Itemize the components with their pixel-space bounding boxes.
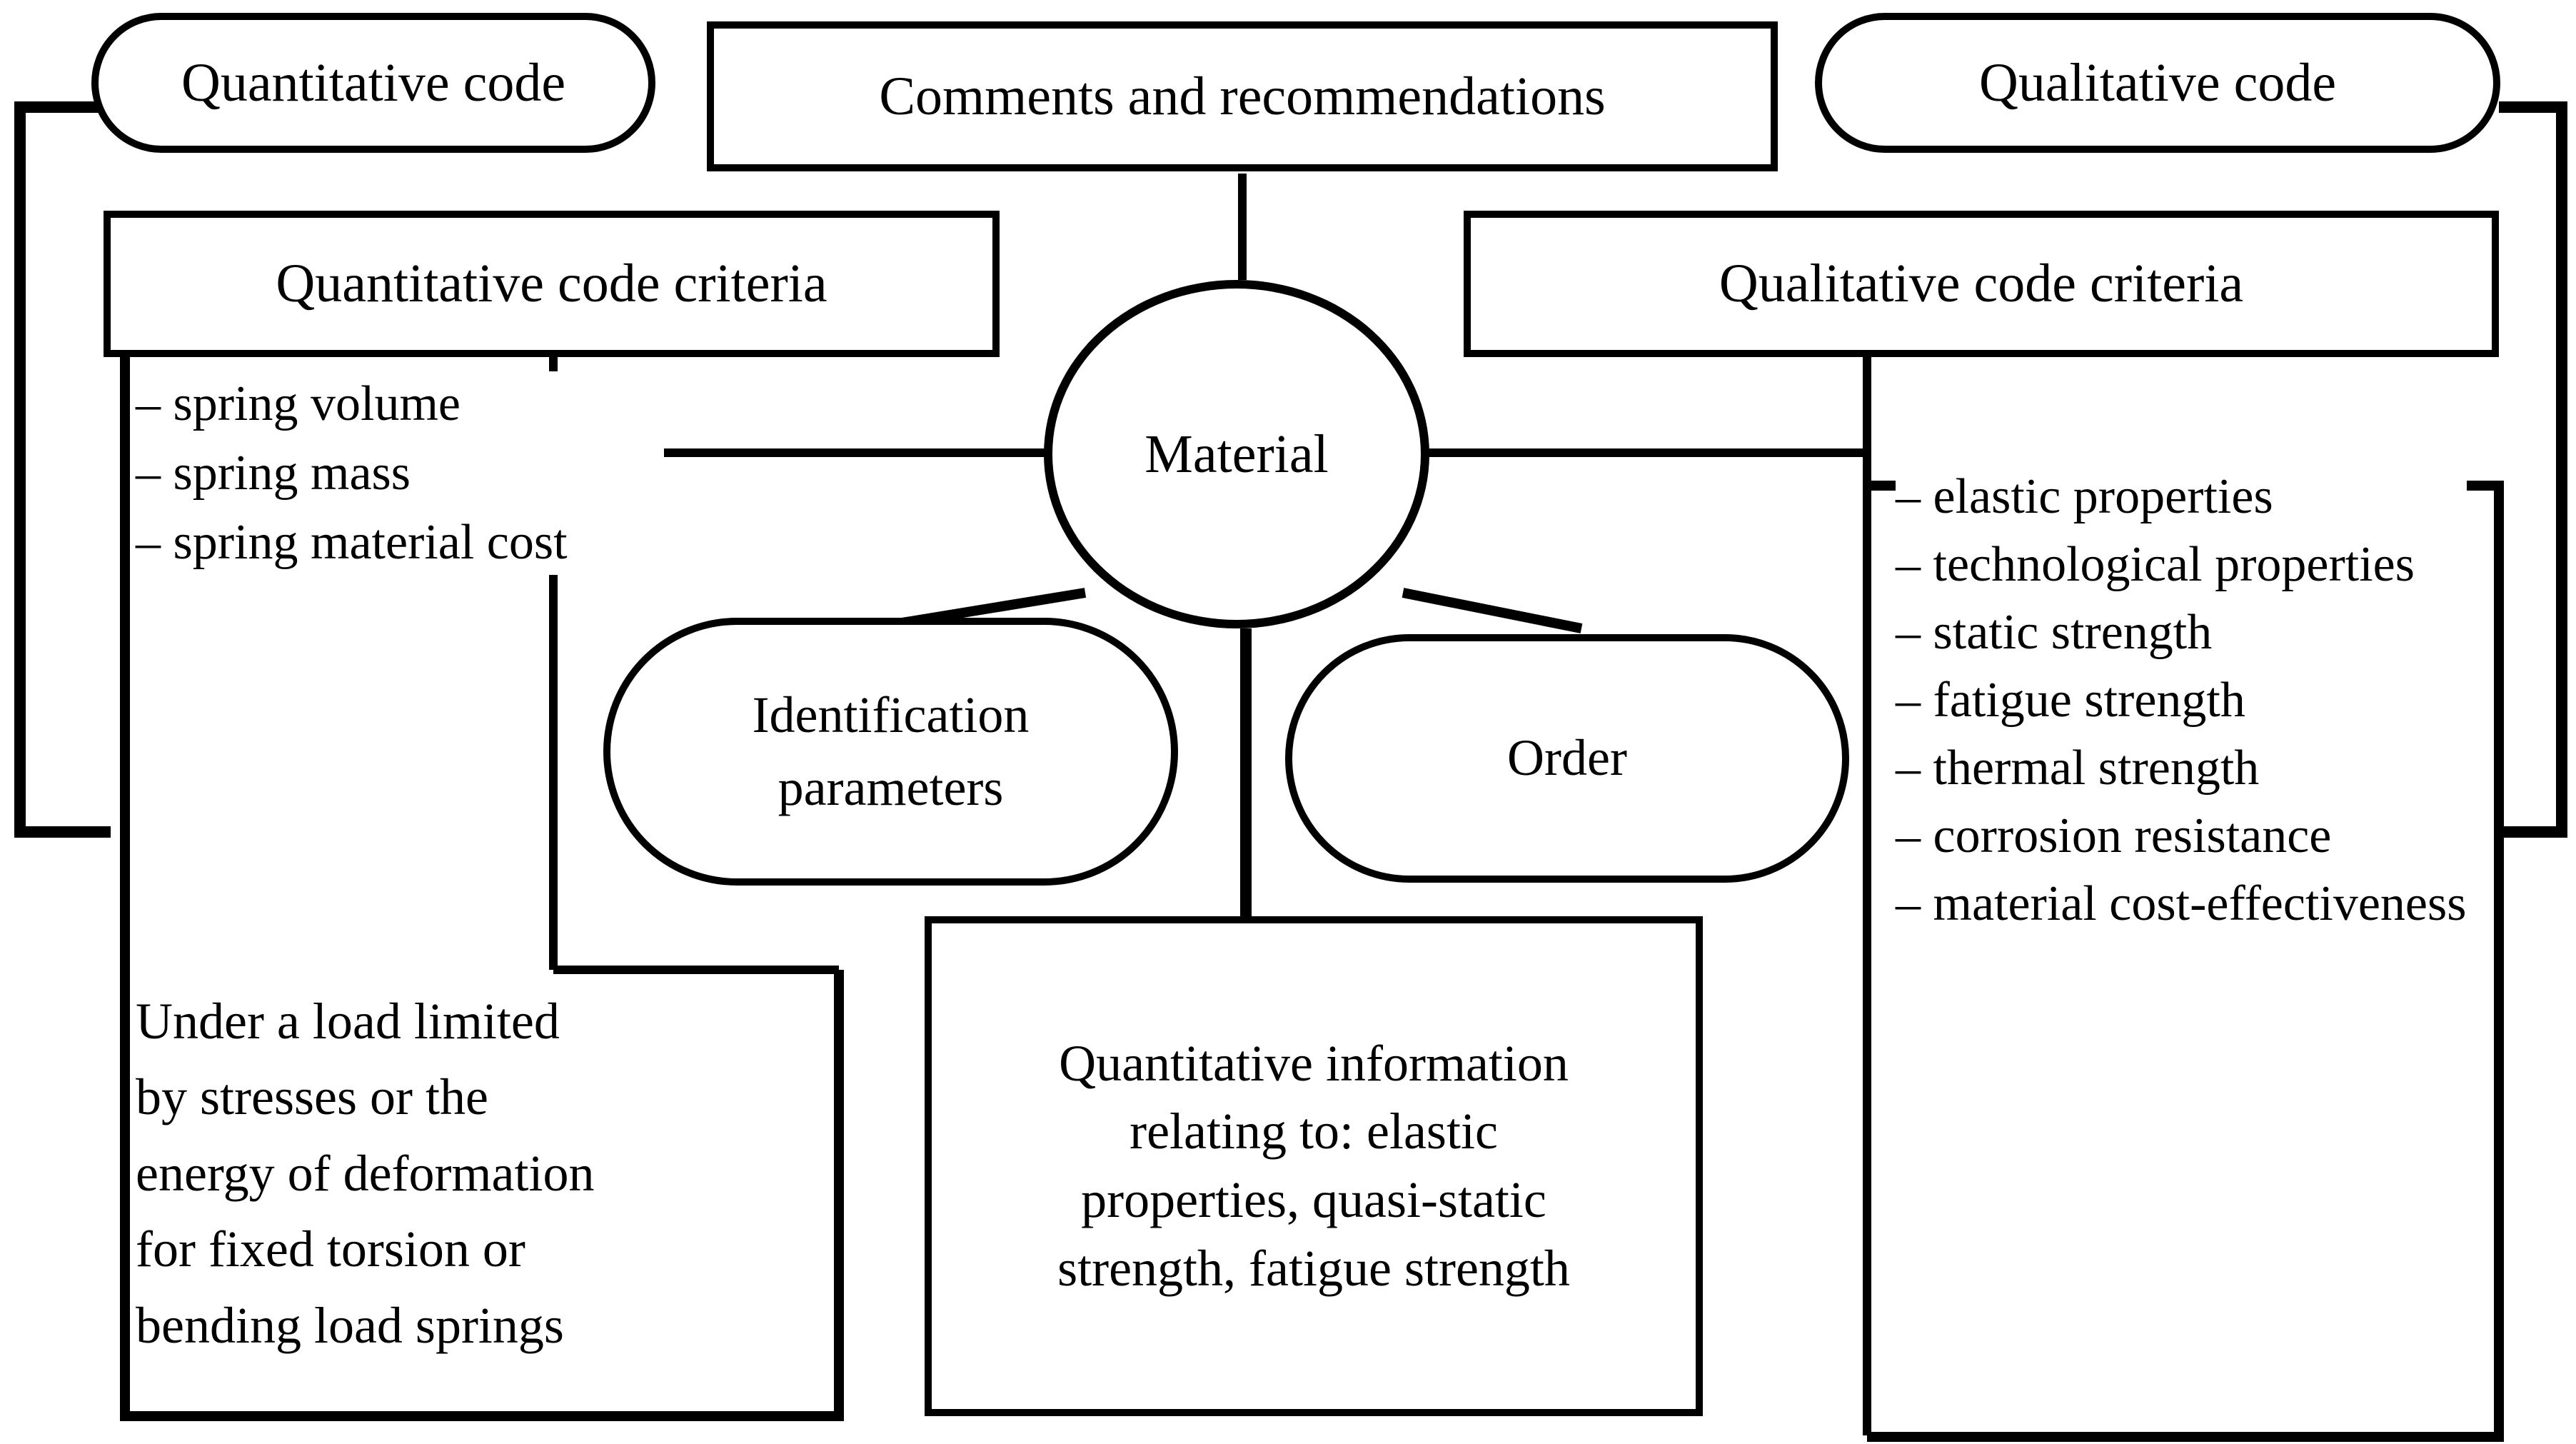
list-item: – elastic properties <box>1896 469 2273 524</box>
node-order[interactable]: Order <box>1285 634 1849 883</box>
node-quantitative-code[interactable]: Quantitative code <box>91 13 655 153</box>
list-item: – technological properties <box>1896 537 2415 592</box>
note-line-3: energy of deformation <box>136 1144 595 1202</box>
list-item: – spring mass <box>136 446 411 501</box>
node-identification-parameters-line1: Identification <box>752 686 1030 743</box>
note-line-5: bending load springs <box>136 1296 564 1354</box>
quant-info-line2: relating to: elastic <box>1129 1103 1498 1160</box>
header-qualitative-code-criteria[interactable]: Qualitative code criteria <box>1464 211 2499 357</box>
list-item: – static strength <box>1896 605 2213 660</box>
note-quantitative-load-condition: Under a load limited by stresses or the … <box>136 987 800 1360</box>
node-qualitative-code-label: Qualitative code <box>1978 52 2337 113</box>
note-line-2: by stresses or the <box>136 1068 488 1126</box>
node-quantitative-code-label: Quantitative code <box>181 52 566 113</box>
quant-info-line1: Quantitative information <box>1059 1034 1569 1092</box>
node-qualitative-code[interactable]: Qualitative code <box>1815 13 2500 153</box>
node-comments-and-recommendations[interactable]: Comments and recommendations <box>707 21 1778 171</box>
node-order-label: Order <box>1507 729 1627 787</box>
list-item: – material cost-effectiveness <box>1896 876 2467 931</box>
node-identification-parameters[interactable]: Identification parameters <box>603 618 1178 886</box>
header-quantitative-code-criteria[interactable]: Quantitative code criteria <box>104 211 1000 357</box>
header-qualitative-criteria-label: Qualitative code criteria <box>1719 254 2244 314</box>
material-to-order-wire <box>1402 588 1583 633</box>
list-quantitative-criteria: – spring volume – spring mass – spring m… <box>136 371 664 575</box>
quant-info-line4: strength, fatigue strength <box>1057 1239 1570 1297</box>
quant-info-line3: properties, quasi-static <box>1081 1171 1546 1228</box>
node-identification-parameters-line2: parameters <box>778 758 1004 816</box>
note-line-4: for fixed torsion or <box>136 1220 525 1278</box>
node-comments-label: Comments and recommendations <box>879 66 1606 126</box>
note-line-1: Under a load limited <box>136 993 560 1050</box>
list-item: – spring material cost <box>136 515 568 570</box>
right-bracket-wire <box>2499 101 2567 838</box>
list-item: – corrosion resistance <box>1896 808 2332 863</box>
box-quantitative-information[interactable]: Quantitative information relating to: el… <box>925 916 1703 1416</box>
list-item: – fatigue strength <box>1896 673 2245 728</box>
header-quantitative-criteria-label: Quantitative code criteria <box>276 254 827 314</box>
left-bracket-wire <box>14 101 111 838</box>
node-material[interactable]: Material <box>1044 280 1429 628</box>
node-material-label: Material <box>1144 423 1329 484</box>
list-item: – thermal strength <box>1896 741 2260 796</box>
list-qualitative-criteria: – elastic properties – technological pro… <box>1896 464 2467 936</box>
list-item: – spring volume <box>136 376 461 431</box>
